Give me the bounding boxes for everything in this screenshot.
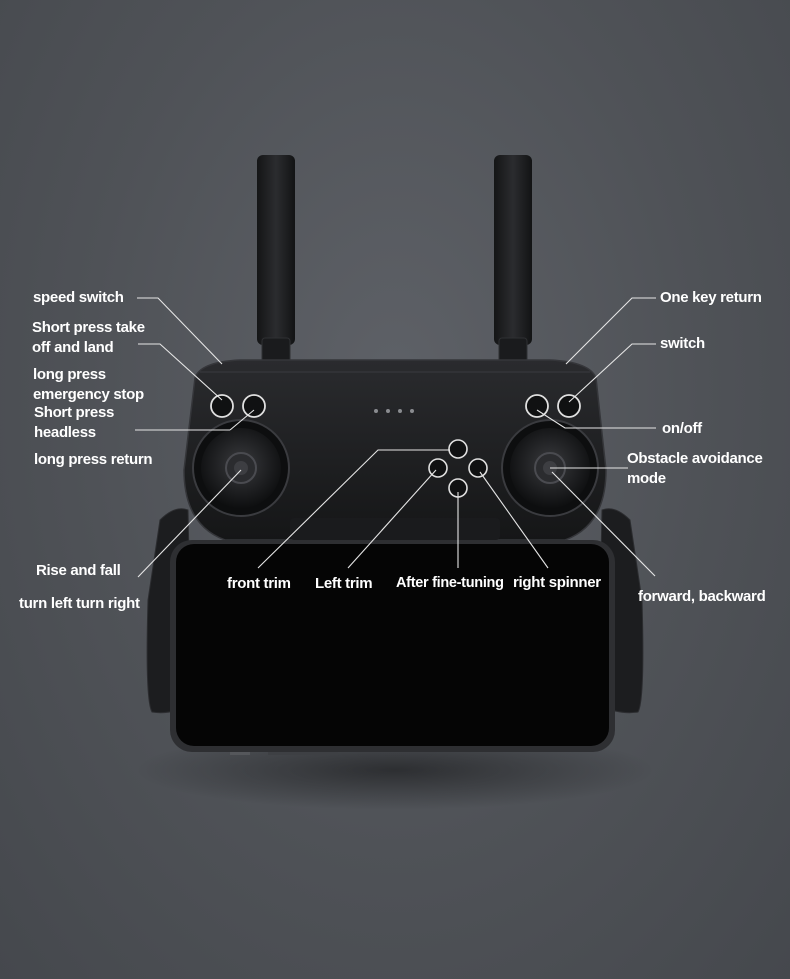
label-right-spinner: right spinner	[513, 574, 601, 591]
leader-one-key-return	[565, 297, 656, 365]
label-emergency-stop: long press emergency stop	[33, 366, 144, 403]
right-trim-button[interactable]	[468, 458, 488, 478]
leader-right-spinner	[479, 471, 549, 569]
leader-emergency-headless	[229, 409, 255, 431]
leader-on-off	[536, 409, 656, 429]
label-obstacle-avoidance: Obstacle avoidance mode	[627, 450, 763, 487]
label-forward-backward: forward, backward	[638, 588, 766, 605]
label-front-trim: front trim	[227, 575, 291, 592]
label-after-fine-tuning: After fine-tuning	[396, 575, 504, 591]
leader-left-trim	[347, 469, 437, 569]
label-takeoff-land: Short press take off and land	[32, 319, 145, 356]
label-turn: turn left turn right	[19, 595, 140, 612]
led-indicators	[374, 409, 414, 413]
right-antenna	[494, 155, 532, 363]
left-antenna	[257, 155, 295, 363]
leader-rise-fall	[137, 469, 242, 578]
front-trim-button[interactable]	[448, 439, 468, 459]
takeoff-land-button[interactable]	[242, 394, 266, 418]
phone	[170, 540, 615, 755]
one-key-return-button[interactable]	[557, 394, 581, 418]
left-joystick[interactable]	[192, 419, 290, 517]
speed-switch-button[interactable]	[210, 394, 234, 418]
on-off-button[interactable]	[525, 394, 549, 418]
label-headless: Short press headless	[34, 404, 115, 441]
label-left-trim: Left trim	[315, 575, 373, 592]
leader-forward-backward	[551, 471, 656, 577]
label-one-key-return: One key return	[660, 289, 762, 306]
leader-takeoff-land	[138, 343, 223, 401]
phone-clamp	[290, 518, 500, 540]
label-on-off: on/off	[662, 420, 702, 437]
leader-speed-switch	[137, 297, 223, 365]
leader-front-trim	[257, 449, 450, 569]
label-rise-fall: Rise and fall	[36, 562, 121, 579]
label-long-press-return: long press return	[34, 451, 153, 468]
label-speed-switch: speed switch	[33, 289, 124, 306]
label-switch: switch	[660, 335, 705, 352]
leader-switch	[568, 343, 656, 403]
leader-lines	[135, 297, 656, 578]
